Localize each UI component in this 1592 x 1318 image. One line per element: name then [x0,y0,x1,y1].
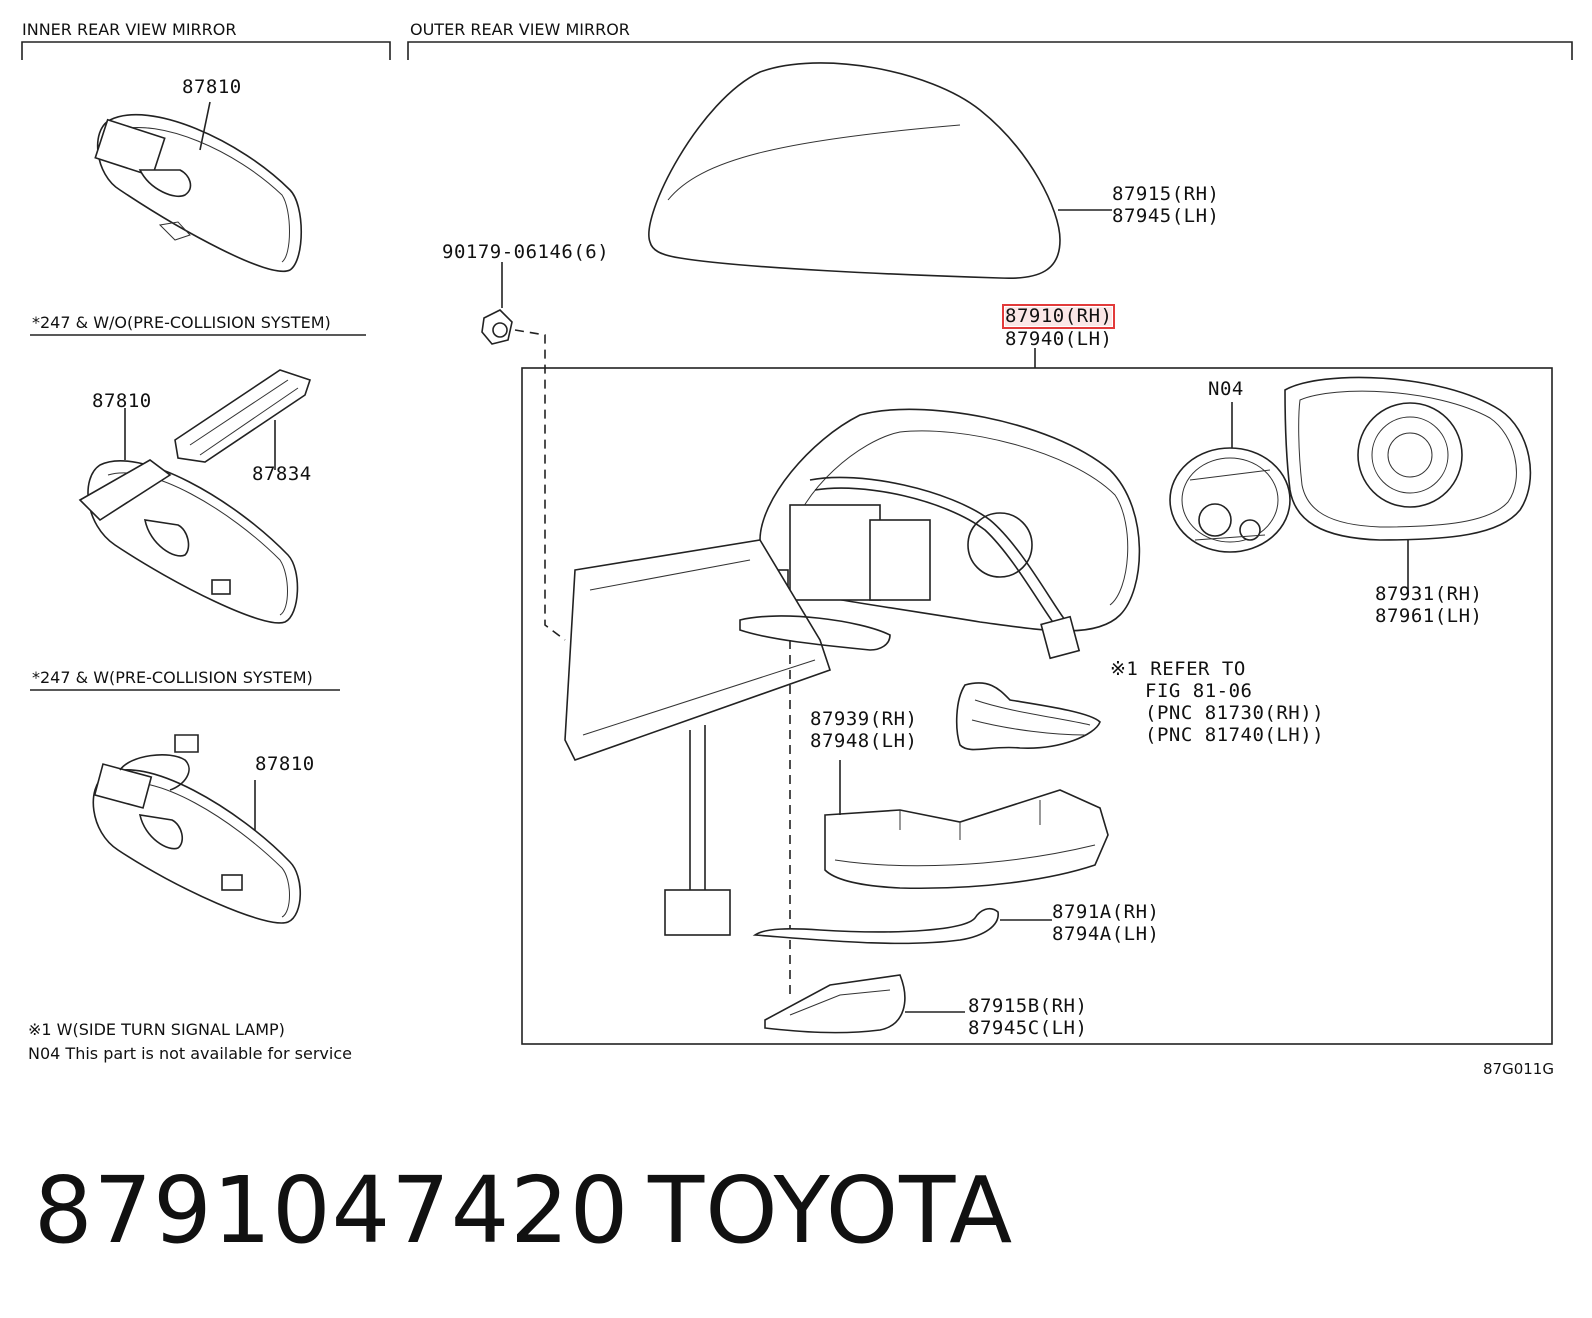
mirror-base-illustration [564,539,891,1000]
actuator-illustration [1169,402,1291,553]
variant-wo-pcs-label: *247 & W/O(PRE-COLLISION SYSTEM) [32,313,331,332]
brand-title: TOYOTA [648,1157,1014,1264]
part-label-87948-lh[interactable]: 87948(LH) [810,730,918,752]
nut-illustration [481,262,566,641]
refer-note-line3: (PNC 81730(RH)) [1145,702,1325,724]
part-label-90179-06146[interactable]: 90179-06146(6) [442,241,610,263]
refer-note-line2[interactable]: FIG 81-06 [1145,680,1253,702]
assembly-box [521,367,1553,1045]
part-label-87945c-lh[interactable]: 87945C(LH) [968,1017,1088,1039]
part-label-87834[interactable]: 87834 [252,463,312,485]
part-label-n04[interactable]: N04 [1208,378,1244,400]
part-label-87810-c[interactable]: 87810 [255,753,315,775]
garnish-illustration [752,907,1052,945]
outer-section-bracket [407,41,1573,60]
part-label-87939-rh[interactable]: 87939(RH) [810,708,918,730]
inner-mirror-1-illustration [94,101,303,273]
part-number-title: 8791047420 [34,1157,630,1264]
refer-note-line1: ※1 REFER TO [1110,658,1246,680]
part-label-8794a-lh[interactable]: 8794A(LH) [1052,923,1160,945]
variant-w-pcs-label: *247 & W(PRE-COLLISION SYSTEM) [32,668,313,687]
outer-section-title: OUTER REAR VIEW MIRROR [410,20,630,39]
part-label-87910-rh-highlighted[interactable]: 87910(RH) [1001,304,1116,329]
inner-section-title: INNER REAR VIEW MIRROR [22,20,237,39]
part-label-87940-lh[interactable]: 87940(LH) [1005,328,1113,350]
part-label-8791a-rh[interactable]: 8791A(RH) [1052,901,1160,923]
mirror-housing-illustration [759,408,1141,660]
outer-cover-illustration [648,62,1112,280]
part-label-87945-lh[interactable]: 87945(LH) [1112,205,1220,227]
footnote-n04: N04 This part is not available for servi… [28,1044,352,1063]
inner-mirror-2-illustration [78,369,312,624]
part-label-87931-rh[interactable]: 87931(RH) [1375,583,1483,605]
inner-mirror-3-illustration [92,734,301,924]
footnote-side-turn-signal: ※1 W(SIDE TURN SIGNAL LAMP) [28,1020,285,1039]
part-label-87915b-rh[interactable]: 87915B(RH) [968,995,1088,1017]
mirror-glass-illustration [1284,376,1532,595]
part-label-87810-a[interactable]: 87810 [182,76,242,98]
under-cover-illustration [764,974,965,1034]
lamp-assembly-illustration [824,760,1109,890]
inner-section-bracket [21,41,391,60]
part-label-87915-rh[interactable]: 87915(RH) [1112,183,1220,205]
refer-note-line4: (PNC 81740(LH)) [1145,724,1325,746]
turn-signal-lamp-illustration [955,682,1101,751]
part-label-87961-lh[interactable]: 87961(LH) [1375,605,1483,627]
part-label-87810-b[interactable]: 87810 [92,390,152,412]
figure-code: 87G011G [1483,1060,1554,1078]
